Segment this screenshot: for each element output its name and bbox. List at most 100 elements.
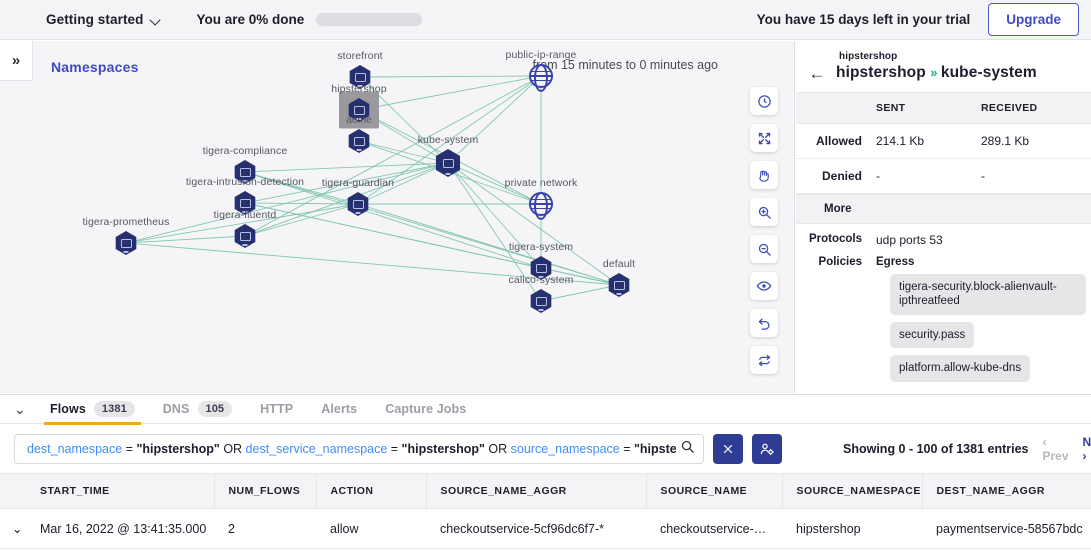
tab-label: Capture Jobs [385, 402, 467, 416]
tab-alerts[interactable]: Alerts [307, 395, 371, 424]
progress-bar [316, 13, 423, 26]
column-header-num_flows[interactable]: NUM_FLOWS [214, 473, 317, 509]
policy-chip[interactable]: tigera-security.block-alienvault-ipthrea… [890, 274, 1086, 315]
row-label-allowed: Allowed [796, 123, 876, 159]
policy-chip[interactable]: platform.allow-kube-dns [890, 355, 1031, 382]
column-header-start_time[interactable]: START_TIME [26, 473, 215, 509]
clock-icon[interactable] [750, 87, 778, 115]
tab-http[interactable]: HTTP [246, 395, 307, 424]
sidebar-expand-button[interactable]: » [0, 41, 33, 81]
graph-node-label: tigera-prometheus [82, 216, 170, 228]
column-header-source_namespace[interactable]: SOURCE_NAMESPACE [782, 473, 923, 509]
policy-chip-list: tigera-security.block-alienvault-ipthrea… [890, 274, 1091, 382]
namespace-icon [233, 160, 257, 184]
policy-chip[interactable]: security.pass [890, 321, 975, 349]
column-header-source_name[interactable]: SOURCE_NAME [646, 473, 783, 509]
graph-node-label: kube-system [417, 134, 479, 146]
cell-dest-name-aggr: paymentservice-58567bdc [922, 508, 1091, 549]
service-graph-panel[interactable]: Namespaces from 15 minutes to 0 minutes … [0, 41, 795, 393]
zoom-out-icon[interactable] [750, 235, 778, 263]
policies-direction: Egress [876, 256, 915, 268]
query-token: dest_service_namespace [245, 441, 388, 456]
graph-node-label: private network [504, 177, 578, 189]
cell-start-time: Mar 16, 2022 @ 13:41:35.000 [26, 508, 214, 549]
refresh-icon[interactable] [750, 346, 778, 374]
graph-node-tigera-guardian[interactable]: tigera-guardian [322, 177, 394, 216]
graph-node-storefront[interactable]: storefront [337, 50, 383, 89]
graph-node-tigera-intrusion-detection[interactable]: tigera-intrusion-detection [186, 176, 304, 215]
undo-icon[interactable] [750, 309, 778, 337]
graph-node-label: acme [345, 114, 373, 126]
detail-title: hipstershop » kube-system [836, 64, 1037, 82]
column-header-source_name_aggr[interactable]: SOURCE_NAME_AGGR [426, 473, 647, 509]
graph-node-label: tigera-fluentd [213, 209, 277, 221]
tab-badge: 105 [197, 401, 233, 417]
graph-node-public-ip-range[interactable]: public-ip-range [506, 49, 576, 88]
tab-capture-jobs[interactable]: Capture Jobs [371, 395, 480, 424]
query-token: "hipstershop" [634, 441, 676, 456]
graph-node-private-network[interactable]: private network [505, 177, 577, 216]
allowed-received: 289.1 Kb [981, 123, 1091, 159]
namespace-icon [114, 231, 138, 255]
user-settings-button[interactable] [752, 433, 782, 464]
expand-icon[interactable] [750, 124, 778, 152]
graph-node-label: hipstershop [331, 83, 387, 95]
column-header-action[interactable]: ACTION [316, 473, 427, 509]
column-header-dest_name_aggr[interactable]: DEST_NAME_AGGR [922, 473, 1091, 509]
hand-icon[interactable] [750, 161, 778, 189]
graph-node-calico-system[interactable]: calico-system [509, 274, 573, 313]
clear-search-button[interactable] [713, 433, 743, 464]
graph-node-tigera-compliance[interactable]: tigera-compliance [203, 145, 287, 184]
graph-time-range: from 15 minutes to 0 minutes ago [532, 58, 718, 72]
graph-node-hipstershop[interactable]: hipstershop [331, 83, 387, 129]
getting-started-menu[interactable]: Getting started [46, 12, 161, 27]
namespace-icon [434, 149, 462, 177]
trial-label: You have 15 days left in your trial [756, 12, 971, 27]
showing-entries-label: Showing 0 - 100 of 1381 entries [843, 441, 1029, 456]
graph-node-label: tigera-system [508, 241, 574, 253]
zoom-in-icon[interactable] [750, 198, 778, 226]
cell-source-name: checkoutservice-… [646, 508, 782, 549]
search-input[interactable]: dest_namespace = "hipstershop" OR dest_s… [14, 433, 704, 464]
next-page-button[interactable]: Next › [1082, 434, 1091, 463]
graph-node-acme[interactable]: acme [346, 114, 372, 153]
graph-node-label: calico-system [508, 274, 574, 286]
policies-label: Policies [818, 256, 862, 268]
detail-breadcrumb: hipstershop [839, 51, 898, 62]
graph-node-kube-system[interactable]: kube-system [418, 134, 478, 177]
table-row-allowed: Allowed 214.1 Kb 289.1 Kb [796, 123, 1091, 159]
more-section-header[interactable]: More [796, 194, 1091, 224]
tab-label: HTTP [260, 402, 294, 416]
graph-toolbar [750, 87, 778, 374]
back-arrow-icon[interactable]: ← [808, 63, 826, 83]
double-chevron-right-icon: » [11, 52, 21, 69]
prev-page-button[interactable]: ‹ Prev [1042, 434, 1069, 463]
query-token: "hipstershop" [401, 441, 485, 456]
namespace-icon [347, 129, 371, 153]
query-token: = [387, 441, 402, 456]
graph-title[interactable]: Namespaces [51, 59, 139, 75]
graph-node-label: default [602, 258, 636, 270]
graph-node-tigera-system[interactable]: tigera-system [509, 241, 573, 280]
query-token: "hipstershop" [136, 441, 220, 456]
denied-sent: - [876, 158, 981, 194]
namespace-icon [529, 256, 553, 280]
chevron-down-icon [151, 15, 161, 25]
namespace-icon [347, 98, 371, 122]
chevron-down-icon[interactable]: ⌄ [14, 401, 26, 417]
query-text: dest_namespace = "hipstershop" OR dest_s… [27, 442, 676, 456]
search-icon[interactable] [680, 439, 695, 459]
upgrade-button[interactable]: Upgrade [988, 3, 1079, 36]
graph-node-default[interactable]: default [603, 258, 635, 297]
graph-node-tigera-fluentd[interactable]: tigera-fluentd [214, 209, 276, 248]
eye-icon[interactable] [750, 272, 778, 300]
query-token: = [619, 441, 634, 456]
query-token: OR [219, 441, 246, 456]
row-expand-icon[interactable]: ⌄ [0, 508, 26, 549]
pagination: Showing 0 - 100 of 1381 entries ‹ Prev N… [843, 435, 1091, 463]
col-expand [0, 473, 26, 509]
graph-node-tigera-prometheus[interactable]: tigera-prometheus [83, 216, 169, 255]
